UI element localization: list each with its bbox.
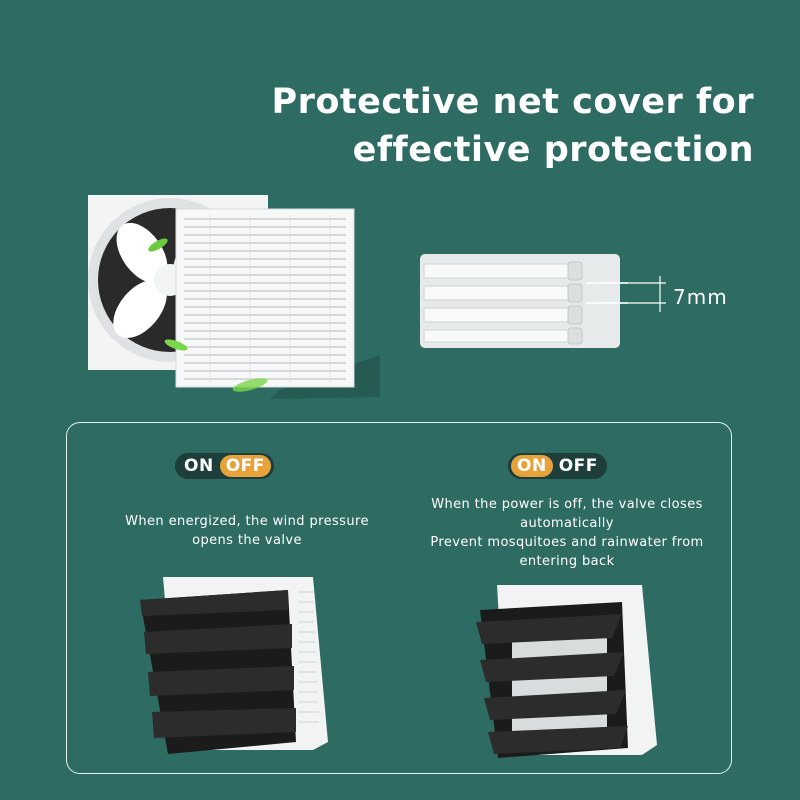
left-description-text: When energized, the wind pressure opens …	[125, 514, 369, 548]
headline-line-1: Protective net cover for	[271, 82, 754, 122]
right-description-line-2: Prevent mosquitoes and rainwater from en…	[430, 535, 704, 569]
dimension-label: 7mm	[673, 285, 728, 309]
toggle-left-off: OFF	[219, 455, 271, 477]
valve-comparison-panel	[66, 422, 732, 774]
headline-line-2: effective protection	[352, 130, 754, 170]
toggle-left-on: ON	[184, 456, 214, 476]
fan-with-net-cover-image	[88, 195, 380, 399]
grille-closeup-image	[420, 254, 628, 348]
toggle-right: ON OFF	[508, 453, 607, 479]
right-description: When the power is off, the valve closes …	[412, 495, 722, 571]
toggle-right-on: ON	[511, 455, 553, 477]
headline: Protective net cover for effective prote…	[271, 78, 754, 174]
vent-valve-open-image	[140, 577, 328, 754]
toggle-left: ON OFF	[175, 453, 274, 479]
dimension-marker	[600, 276, 666, 312]
left-description: When energized, the wind pressure opens …	[112, 512, 382, 550]
right-description-line-1: When the power is off, the valve closes …	[431, 497, 703, 531]
vent-valve-closed-image	[476, 585, 657, 758]
toggle-right-off: OFF	[558, 456, 598, 476]
